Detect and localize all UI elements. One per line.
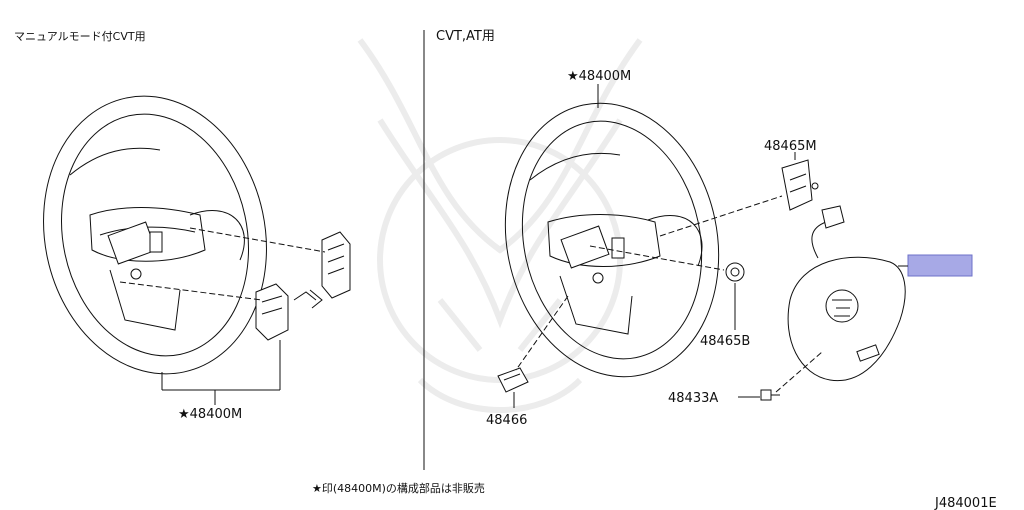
left-leader-dash-2 (119, 281, 263, 301)
steering-wheel-left (43, 95, 267, 375)
part-48433A-screw (760, 389, 780, 401)
dash-48466 (515, 295, 569, 371)
airbag-module (787, 205, 906, 382)
part-48466-connector (497, 367, 529, 393)
left-part-label-48400M: ★48400M (178, 407, 242, 422)
dash-48465M (659, 195, 783, 237)
diagram-code: J484001E (934, 496, 997, 510)
part-label-48466: 48466 (486, 413, 527, 428)
highlight-callout-box (907, 254, 973, 277)
part-48465M-bracket (781, 159, 819, 211)
dash-48465B (589, 245, 725, 271)
left-callout-bracket (161, 340, 281, 405)
right-section-title: CVT,AT用 (436, 29, 495, 44)
part-label-48465B: 48465B (700, 334, 750, 349)
left-switch-lower (255, 283, 317, 341)
right-part-label-48400M: ★48400M (567, 69, 631, 84)
dash-48433A (775, 351, 823, 393)
part-label-48465M: 48465M (764, 139, 817, 154)
part-label-48433A: 48433A (668, 391, 718, 406)
left-switch-upper (309, 231, 351, 309)
left-section-title: マニュアルモード付CVT用 (14, 30, 146, 43)
steering-wheel-right (504, 102, 720, 378)
part-48465B-nut (725, 262, 745, 282)
footnote: ★印(48400M)の構成部品は非販売 (312, 481, 485, 495)
left-leader-dash-1 (189, 227, 326, 253)
